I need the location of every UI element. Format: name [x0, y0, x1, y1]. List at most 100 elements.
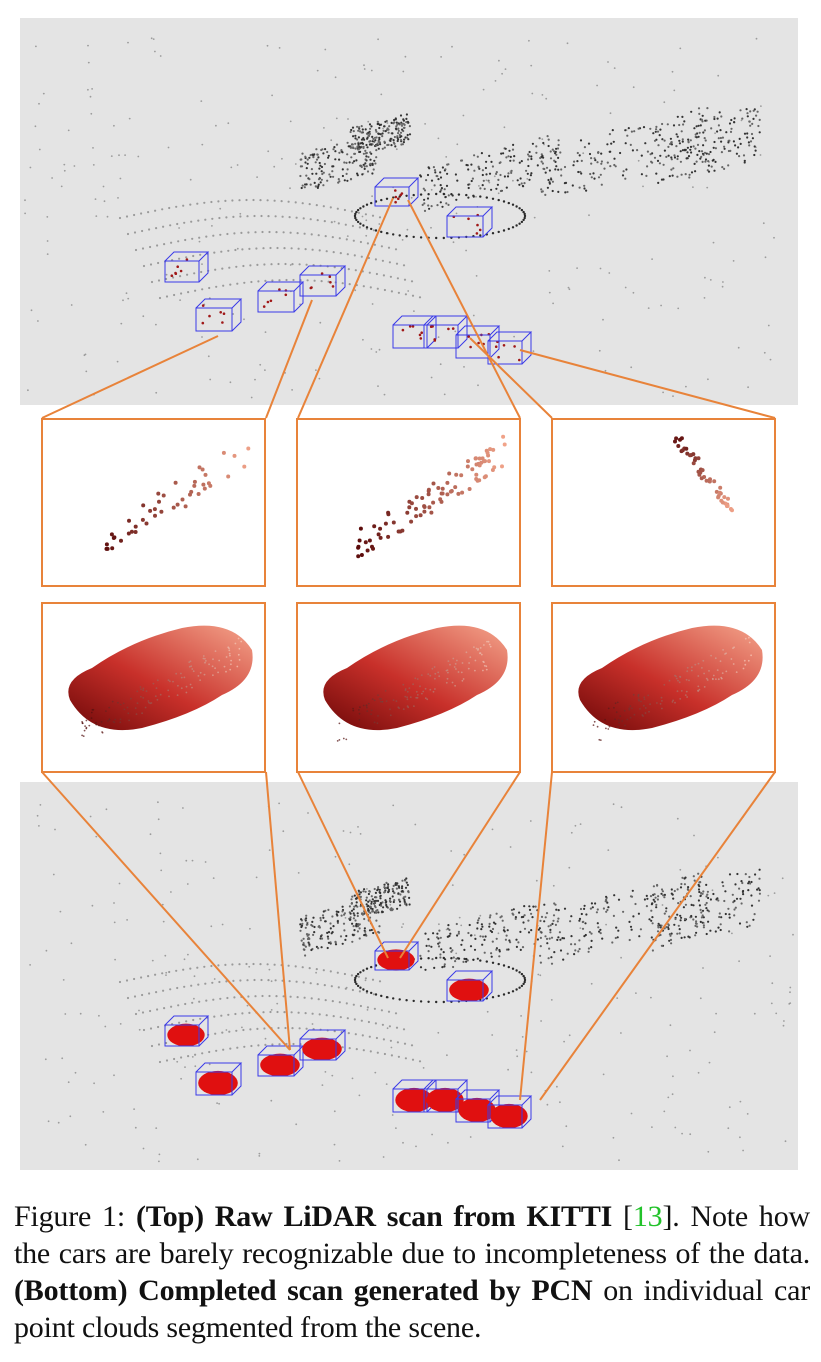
wall-point — [498, 161, 501, 165]
bounding-box — [374, 186, 410, 207]
wall-point — [616, 936, 619, 939]
wall-point — [307, 936, 310, 939]
ground-point — [298, 263, 301, 266]
completed-car — [395, 1087, 433, 1113]
wall-point — [351, 143, 354, 146]
wall-point — [341, 942, 344, 945]
wall-point — [514, 917, 517, 921]
partial-point — [422, 505, 427, 509]
ground-point — [222, 284, 225, 287]
ground-point — [243, 1045, 246, 1048]
wall-point — [426, 197, 430, 200]
wall-point — [378, 136, 381, 139]
car-texture-point — [684, 694, 687, 696]
wall-point — [502, 152, 505, 155]
ground-point — [294, 965, 297, 968]
car-point — [219, 311, 222, 314]
wall-point — [511, 143, 515, 146]
car-texture-point — [663, 683, 666, 686]
wall-point — [362, 152, 365, 155]
wall-point — [684, 876, 687, 879]
ground-point — [134, 1012, 138, 1016]
ground-point — [376, 1051, 379, 1054]
wall-point — [332, 148, 335, 151]
ground-point — [347, 268, 350, 271]
ground-point — [767, 324, 770, 327]
wall-point — [313, 925, 316, 929]
wall-point — [526, 172, 529, 175]
ground-point — [268, 849, 271, 851]
wall-point — [349, 916, 352, 919]
wall-point — [649, 127, 652, 130]
ground-point — [410, 196, 413, 199]
wall-point — [645, 894, 648, 898]
ground-point — [241, 1012, 244, 1015]
wall-point — [660, 178, 664, 181]
ground-point — [198, 240, 201, 243]
wall-point — [569, 920, 572, 923]
caption-bottom-bold: (Bottom) Completed scan generated by PCN — [14, 1274, 593, 1307]
wall-point — [583, 904, 586, 907]
ground-point — [276, 1002, 279, 1005]
wall-point — [523, 927, 527, 930]
wall-point — [678, 928, 681, 931]
ground-point — [674, 1126, 677, 1129]
car-texture-point — [711, 677, 714, 680]
wall-point — [305, 917, 308, 920]
ring-point — [511, 203, 515, 206]
wall-point — [697, 107, 701, 110]
partial-point — [183, 504, 188, 509]
car-texture-point — [480, 653, 483, 656]
ground-point — [276, 246, 279, 250]
ground-point — [295, 216, 298, 219]
wall-point — [439, 190, 442, 193]
wall-point — [638, 935, 641, 938]
car-texture-point — [487, 640, 490, 643]
ring-point — [522, 210, 525, 214]
wall-point — [320, 937, 324, 940]
car-texture-point — [747, 659, 750, 662]
ground-point — [178, 1021, 181, 1024]
ground-point — [336, 971, 339, 974]
ground-point — [380, 93, 383, 96]
wall-point — [408, 133, 412, 136]
wall-point — [434, 171, 437, 174]
wall-point — [397, 132, 400, 135]
wall-point — [392, 884, 395, 888]
wall-point — [678, 123, 681, 127]
wall-point — [428, 207, 431, 210]
ground-point — [269, 246, 272, 250]
wall-point — [365, 896, 368, 899]
wall-point — [532, 905, 535, 908]
car-texture-point — [92, 708, 95, 711]
wall-point — [753, 153, 756, 157]
wall-point — [698, 904, 702, 907]
wall-point — [727, 139, 730, 142]
ground-point — [87, 88, 89, 91]
car-texture-point — [618, 721, 620, 724]
car-texture-point — [90, 711, 93, 714]
ground-point — [92, 147, 94, 149]
partial-point — [196, 492, 201, 496]
ground-point — [264, 331, 267, 333]
wall-point — [443, 963, 446, 966]
wall-point — [345, 934, 348, 938]
ground-point — [728, 1106, 731, 1109]
ground-point — [302, 217, 305, 220]
ground-point — [401, 239, 404, 241]
ground-point — [344, 987, 347, 990]
wall-point — [578, 186, 581, 189]
ground-point — [295, 980, 298, 983]
completed-car — [426, 1087, 464, 1113]
wall-point — [750, 880, 753, 884]
partial-point — [202, 486, 207, 491]
wall-point — [300, 186, 303, 190]
ground-point — [383, 1052, 386, 1056]
wall-point — [398, 900, 402, 903]
wall-point — [473, 948, 477, 951]
ground-point — [165, 1059, 169, 1062]
citation-link[interactable]: 13 — [632, 1200, 663, 1233]
car-texture-point — [629, 705, 632, 707]
wall-point — [405, 881, 408, 884]
wall-point — [700, 892, 703, 895]
